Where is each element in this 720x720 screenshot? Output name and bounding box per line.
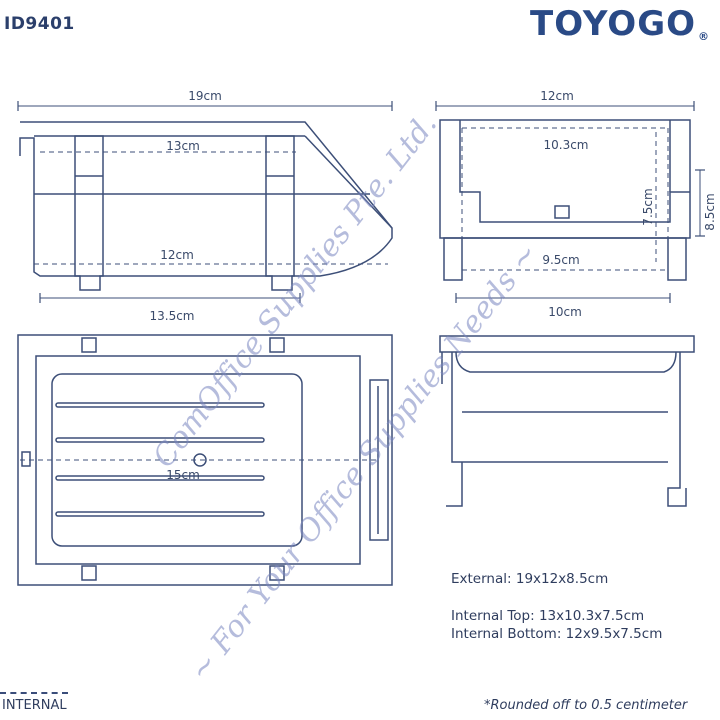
label-front-inner-bottom: 9.5cm [542,253,579,267]
plan-view [17,334,393,586]
brand-name: TOYOGO [530,4,697,44]
dimension-labels: 19cm 13cm 12cm 13.5cm 12cm 10.3cm 9.5cm … [149,89,717,482]
side-view [17,101,393,303]
label-front-bottom: 10cm [548,305,582,319]
spec-internal-top: Internal Top: 13x10.3x7.5cm [451,608,645,624]
label-side-top: 19cm [188,89,222,103]
label-front-inner-height: 7.5cm [641,188,655,225]
product-code: ID9401 [4,14,75,34]
end-view [439,335,695,507]
label-side-inner-top: 13cm [166,139,200,153]
label-front-top: 12cm [540,89,574,103]
legend-dashed-line [0,692,68,694]
plan-view-outline [17,334,393,586]
front-view [435,101,705,303]
trademark-symbol: ® [698,30,711,43]
label-front-height: 8.5cm [703,193,717,230]
side-rib-right [265,135,295,277]
footnote: *Rounded off to 0.5 centimeter [484,698,688,713]
end-view-outline [441,352,687,507]
side-rib-left [74,135,104,277]
label-side-inner-bottom: 12cm [160,248,194,262]
label-front-inner-top: 10.3cm [543,138,588,152]
label-side-bottom: 13.5cm [149,309,194,323]
side-view-outline [19,121,393,291]
brand-logo: TOYOGO® [530,4,710,44]
spec-internal-bottom: Internal Bottom: 12x9.5x7.5cm [451,626,663,642]
label-plan-length: 15cm [166,468,200,482]
end-view-rim [439,335,695,353]
legend-label: INTERNAL [2,698,67,713]
spec-external: External: 19x12x8.5cm [451,571,609,587]
